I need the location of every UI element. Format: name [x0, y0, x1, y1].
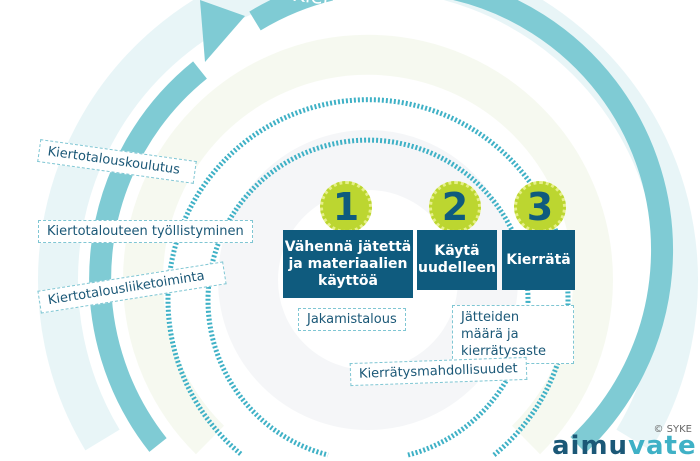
cycle-arrow: [249, 0, 674, 453]
label-waste-and-recycling-rate: Jätteiden määrä ja kierrätysaste: [452, 305, 574, 364]
cycle-arrowhead-icon: [200, 0, 245, 62]
step-2-box: Käytä uudelleen: [417, 230, 497, 290]
cycle-arrow-left: [89, 61, 207, 452]
step-1-box: Vähennä jätettä ja materiaalien käyttöä: [283, 230, 413, 298]
step-3-label: Kierrätä: [506, 251, 571, 268]
step-1-badge: 1: [320, 181, 372, 233]
step-2-badge: 2: [429, 181, 481, 233]
copyright: © SYKE: [653, 424, 692, 435]
logo-part-2: vate: [628, 431, 697, 461]
logo: aimuvate: [552, 432, 697, 460]
label-circular-economy-employment: Kiertotalouteen työllistyminen: [38, 220, 253, 243]
label-sharing-economy: Jakamistalous: [298, 308, 406, 331]
logo-part-1: aimu: [552, 431, 629, 461]
step-3-box: Kierrätä: [502, 230, 575, 290]
step-1-label: Vähennä jätettä ja materiaalien käyttöä: [284, 238, 412, 289]
dashed-ring-inner: [205, 137, 531, 458]
step-2-label: Käytä uudelleen: [417, 243, 496, 276]
step-3-badge: 3: [514, 181, 566, 233]
